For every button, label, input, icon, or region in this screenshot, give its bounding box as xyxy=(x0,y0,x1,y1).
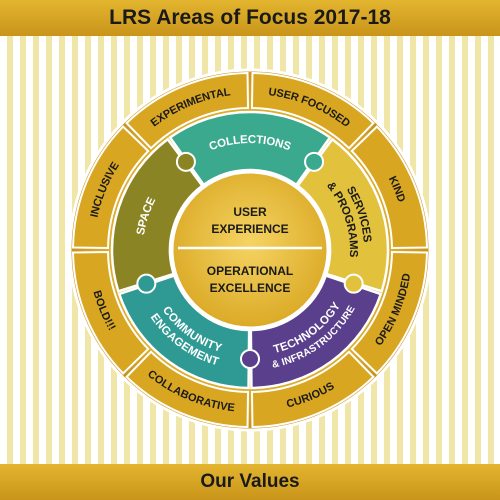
core-bottom-line-2: EXCELLENCE xyxy=(210,281,291,295)
title-banner: LRS Areas of Focus 2017-18 xyxy=(0,0,500,36)
focus-segment-collections xyxy=(168,110,332,187)
core-top-line-2: EXPERIENCE xyxy=(211,222,288,236)
value-segment xyxy=(125,350,250,428)
core-top-line-1: USER xyxy=(233,205,267,219)
stripe xyxy=(33,0,39,500)
stripe xyxy=(475,0,481,500)
footer-banner: Our Values xyxy=(0,464,500,500)
core-bottom-line-1: OPERATIONAL xyxy=(207,264,293,278)
stripe xyxy=(46,0,52,500)
focus-segment-space xyxy=(110,137,205,293)
stripe xyxy=(462,0,468,500)
value-segment xyxy=(250,350,375,428)
value-segment xyxy=(350,125,428,250)
value-segment xyxy=(250,72,375,150)
puzzle-tab xyxy=(136,273,157,294)
puzzle-tab xyxy=(175,151,196,172)
value-segment xyxy=(125,72,250,150)
puzzle-tab xyxy=(343,273,364,294)
puzzle-tab xyxy=(240,349,260,369)
value-segment xyxy=(72,125,150,250)
stripe xyxy=(20,0,26,500)
core-circle xyxy=(170,170,330,330)
focus-segment-community xyxy=(117,273,251,390)
page-title: LRS Areas of Focus 2017-18 xyxy=(109,6,391,29)
value-segment xyxy=(72,250,150,375)
stripe xyxy=(436,0,442,500)
stripe xyxy=(7,0,13,500)
stripe xyxy=(449,0,455,500)
focus-segment-services xyxy=(295,137,390,293)
stripe xyxy=(488,0,494,500)
value-segment xyxy=(350,250,428,375)
footer-title: Our Values xyxy=(200,471,300,492)
stripe xyxy=(59,0,65,500)
focus-segment-technology xyxy=(249,273,383,390)
puzzle-tab xyxy=(304,151,325,172)
